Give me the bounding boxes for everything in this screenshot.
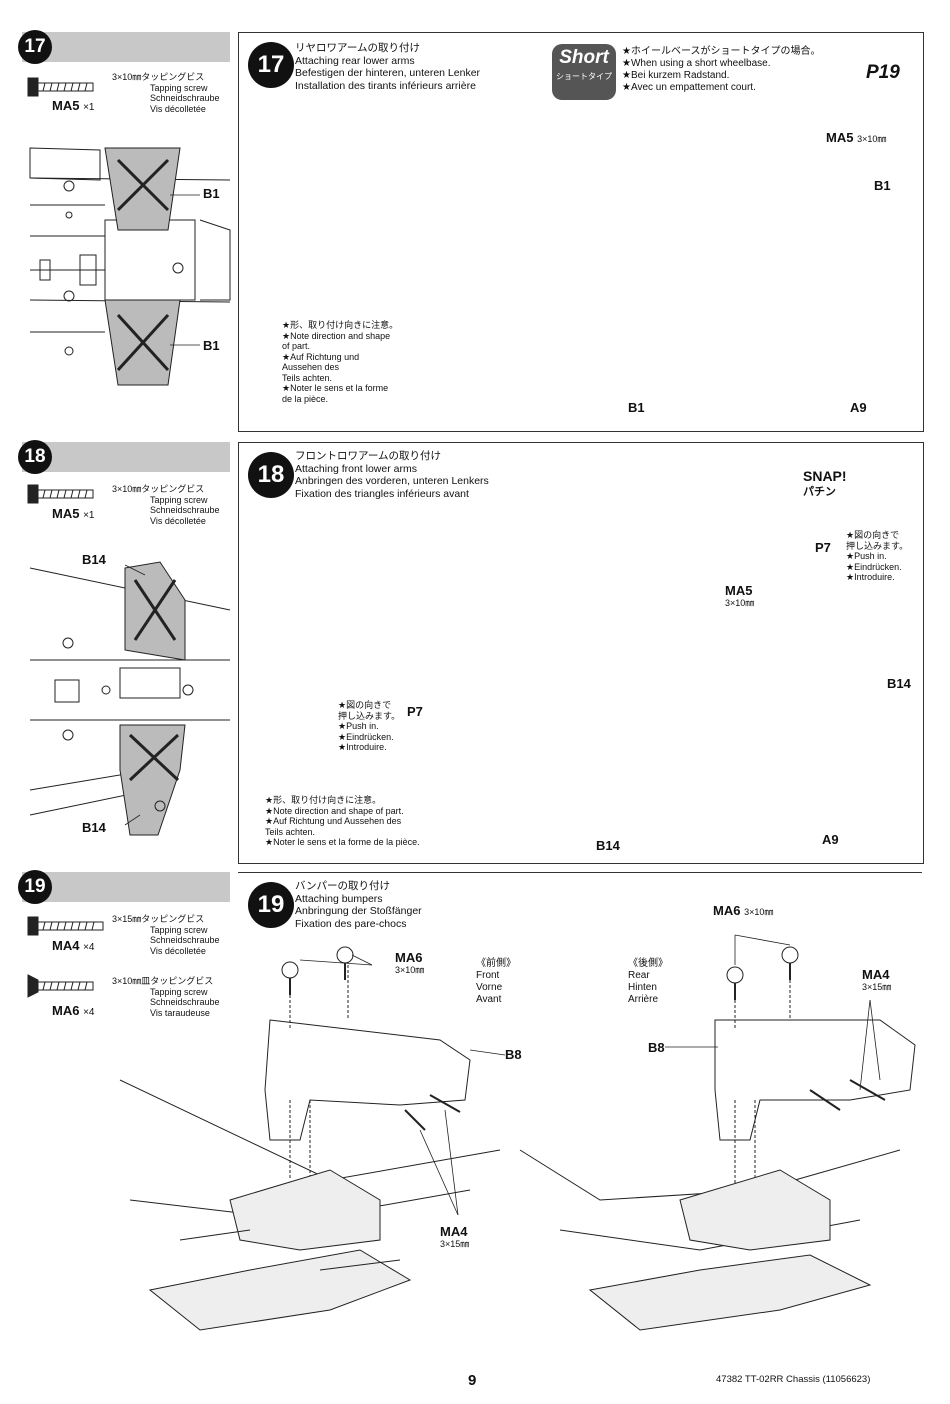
step17-orientation-note: ★形、取り付け向きに注意。 ★Note direction and shape …	[282, 320, 399, 404]
product-code: 47382 TT-02RR Chassis (11056623)	[716, 1374, 871, 1385]
step18-part-b14-bottom: B14	[596, 838, 620, 853]
step19-front-part-ma6: MA6 3×10㎜	[395, 950, 425, 976]
page-reference-p19: P19	[866, 62, 900, 83]
step18-subassembly-drawing	[29, 561, 231, 836]
step19-rear-drawing	[519, 946, 916, 1331]
step19-rear-part-ma4: MA4 3×15㎜	[862, 967, 892, 993]
step18-part-p7-right: P7	[815, 540, 831, 555]
step19-front-side-label: 《前側》 Front Vorne Avant	[476, 958, 516, 1005]
step19-screw2-spec: 3×10㎜皿タッピングビス Tapping screw Schneidschra…	[112, 976, 220, 1018]
step18-part-p7-left: P7	[407, 704, 423, 719]
step18-orientation-note: ★形、取り付け向きに注意。 ★Note direction and shape …	[265, 795, 420, 847]
step19-screw1-spec: 3×15㎜タッピングビス Tapping screw Schneidschrau…	[112, 914, 220, 956]
screw-icons	[27, 77, 104, 998]
step19-screw1-code: MA4 ×4	[52, 938, 95, 953]
step19-rear-part-ma6: MA6 3×10㎜	[713, 903, 774, 918]
step17-number-badge: 17	[248, 42, 294, 88]
step17-part-b1-bottom: B1	[628, 400, 645, 415]
step18-part-a9: A9	[822, 832, 839, 847]
step19-screw2-code: MA6 ×4	[52, 1003, 95, 1018]
step17-number-badge-small: 17	[18, 30, 52, 64]
step18-left-part-b14-top: B14	[82, 552, 106, 567]
step19-number-badge-small: 19	[18, 870, 52, 904]
step18-part-b14-right: B14	[887, 676, 911, 691]
step18-panel	[238, 442, 924, 864]
step18-number-badge: 18	[248, 452, 294, 498]
step17-screw-spec: 3×10㎜タッピングビス Tapping screw Schneidschrau…	[112, 72, 220, 114]
step18-title: フロントロワアームの取り付け Attaching front lower arm…	[295, 450, 489, 500]
step18-screw-code: MA5 ×1	[52, 506, 95, 521]
step19-title: バンパーの取り付け Attaching bumpers Anbringung d…	[295, 880, 422, 930]
step17-part-a9: A9	[850, 400, 867, 415]
step19-front-part-ma4: MA4 3×15㎜	[440, 1224, 470, 1250]
step18-left-part-b14-bottom: B14	[82, 820, 106, 835]
step18-screw-spec: 3×10㎜タッピングビス Tapping screw Schneidschrau…	[112, 484, 220, 526]
step18-part-ma5: MA5 3×10㎜	[725, 583, 755, 609]
snap-label: SNAP! パチン	[803, 468, 847, 498]
short-wheelbase-badge: Short ショートタイプ	[552, 44, 616, 100]
step17-part-b1-right: B1	[874, 178, 891, 193]
step19-panel	[238, 872, 922, 874]
step17-left-part-b1-bottom: B1	[203, 338, 220, 353]
step19-number-badge: 19	[248, 882, 294, 928]
step18-push-note-right: ★図の向きで 押し込みます。 ★Push in. ★Eindrücken. ★I…	[846, 530, 909, 582]
step17-left-part-b1-top: B1	[203, 186, 220, 201]
step17-part-ma5: MA5 3×10㎜	[826, 130, 887, 145]
step17-screw-code: MA5 ×1	[52, 98, 95, 113]
step17-subassembly-drawing	[29, 147, 231, 386]
step17-title: リヤロワアームの取り付け Attaching rear lower arms B…	[295, 42, 481, 92]
page-number: 9	[468, 1372, 477, 1389]
step17-header-bar	[22, 32, 230, 62]
step19-rear-side-label: 《後側》 Rear Hinten Arrière	[628, 958, 668, 1005]
step19-rear-part-b8: B8	[648, 1040, 665, 1055]
short-wheelbase-note: ★ホイールベースがショートタイプの場合。 ★When using a short…	[622, 46, 821, 93]
step19-front-drawing	[119, 946, 501, 1331]
step18-number-badge-small: 18	[18, 440, 52, 474]
step19-front-part-b8: B8	[505, 1047, 522, 1062]
step19-header-bar	[22, 872, 230, 902]
step18-push-note-left: ★図の向きで 押し込みます。 ★Push in. ★Eindrücken. ★I…	[338, 700, 401, 752]
step18-header-bar	[22, 442, 230, 472]
